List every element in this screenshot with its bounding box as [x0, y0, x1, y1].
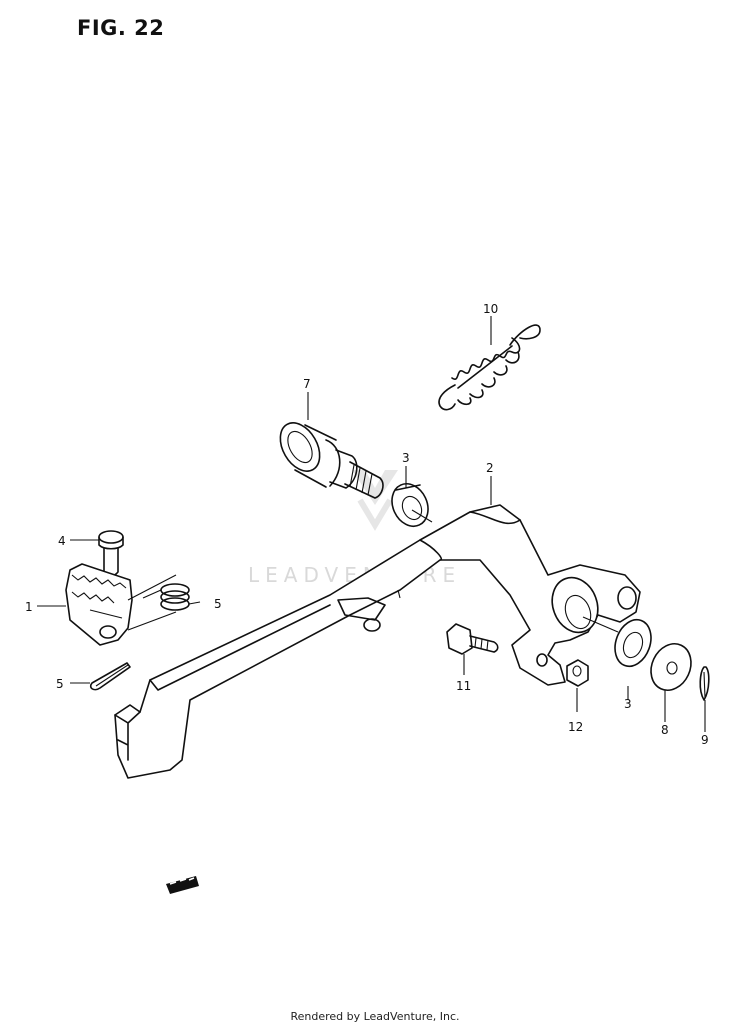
- leader-line: [411, 509, 433, 523]
- callout-10: 10: [483, 302, 498, 316]
- callout-11: 11: [456, 679, 471, 693]
- manufacturer-logo: [166, 876, 199, 894]
- footer-credit: Rendered by LeadVenture, Inc.: [290, 1010, 460, 1023]
- seal-part-3-lower[interactable]: [609, 615, 657, 672]
- callout-8: 8: [661, 723, 669, 737]
- figure-title: FIG. 22: [77, 16, 165, 40]
- brake-pedal-part-2[interactable]: [114, 504, 641, 779]
- nut-part-12[interactable]: [566, 659, 589, 687]
- callout-5-upper: 5: [214, 597, 222, 611]
- seal-part-3-upper[interactable]: [385, 478, 434, 532]
- spring-part-10[interactable]: [438, 324, 541, 411]
- callout-9: 9: [701, 733, 709, 747]
- callout-leaders: [307, 316, 706, 732]
- callout-2: 2: [486, 461, 494, 475]
- callout-12: 12: [568, 720, 583, 734]
- clevis-pin-part-4[interactable]: [98, 530, 124, 577]
- cotter-pin-part-9[interactable]: [699, 666, 710, 701]
- callout-1: 1: [25, 600, 33, 614]
- pivot-bolt-part-7[interactable]: [272, 416, 384, 499]
- callout-labels: 1 2 3 3 4 5 5 7 8 9 10 11 12: [25, 302, 709, 747]
- callout-3-lower: 3: [624, 697, 632, 711]
- spring-part-5-upper[interactable]: [142, 583, 201, 611]
- leader-line: [582, 616, 619, 633]
- callout-4: 4: [58, 534, 66, 548]
- footrest-tip-part-1[interactable]: [65, 563, 177, 646]
- bolt-part-11[interactable]: [446, 623, 499, 655]
- callout-7: 7: [303, 377, 311, 391]
- callout-5-lower: 5: [56, 677, 64, 691]
- washer-part-8[interactable]: [644, 637, 699, 697]
- callout-3-upper: 3: [402, 451, 410, 465]
- leadventure-watermark: LEADVENTURE: [248, 470, 455, 587]
- cotter-pin-part-5-lower[interactable]: [89, 662, 131, 691]
